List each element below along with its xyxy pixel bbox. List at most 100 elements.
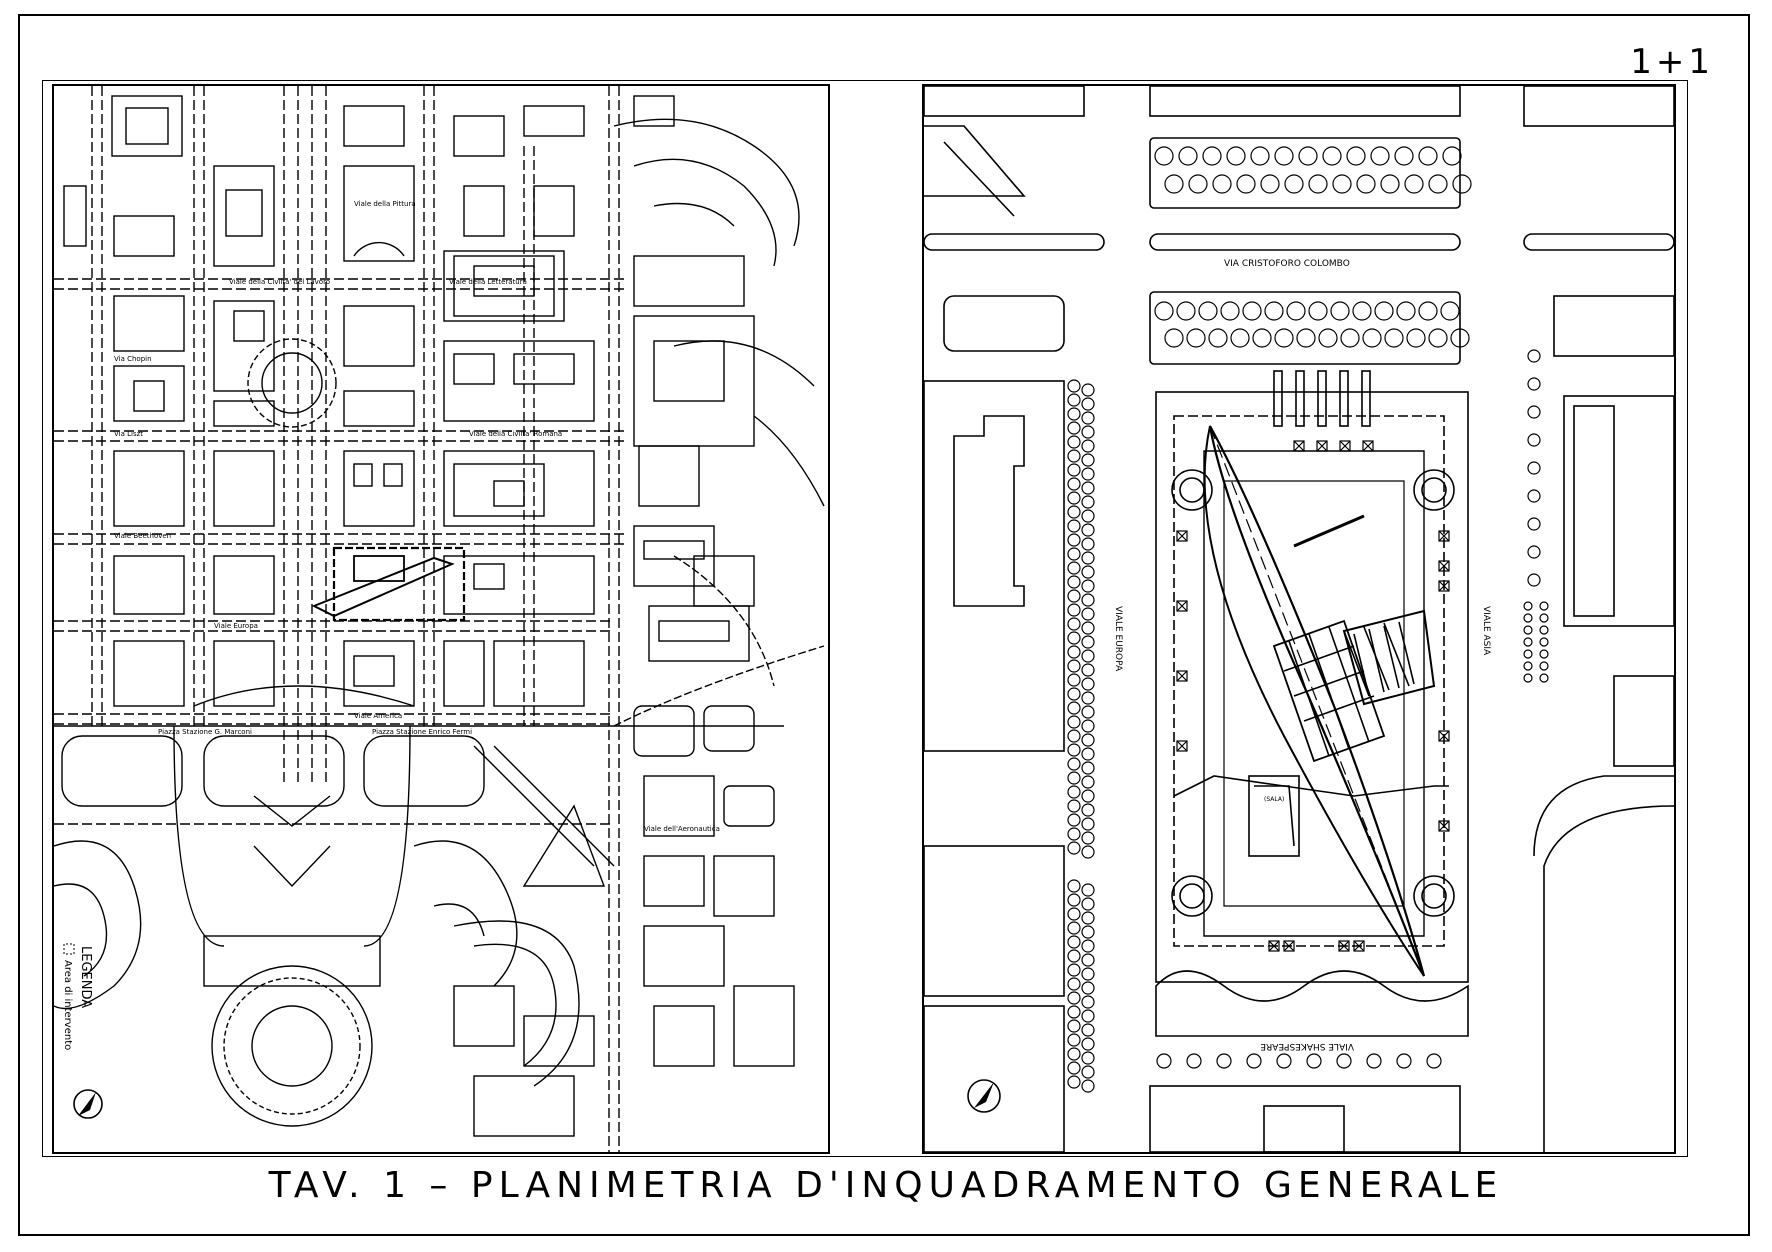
tree-icon [1081,897,1095,911]
tree-icon [1442,146,1462,166]
tree-icon [1067,449,1081,463]
tree-icon [1523,601,1533,611]
tree-icon [1274,146,1294,166]
tree-icon [1081,1065,1095,1079]
tree-icon [1067,799,1081,813]
tree-icon [1067,893,1081,907]
column-marker-cross [1362,440,1374,452]
tree-icon [1081,453,1095,467]
tree-icon [1067,659,1081,673]
general-framing-map: LEGENDA Area di intervento Viale della C… [52,84,830,1154]
tree-icon [1452,174,1472,194]
tree-icon [1164,174,1184,194]
tree-icon [1274,328,1294,348]
street-label: Via Chopin [114,355,152,363]
tree-icon [1523,625,1533,635]
column-marker-cross [1176,670,1188,682]
tree-icon [1081,705,1095,719]
north-arrow-icon [73,1089,103,1119]
tree-icon [1081,467,1095,481]
tree-icon [1081,967,1095,981]
tree-icon [1081,411,1095,425]
tree-icon [1332,174,1352,194]
tree-icon [1081,761,1095,775]
tree-icon [1081,747,1095,761]
tree-icon [1260,174,1280,194]
column-marker [1268,940,1280,952]
tree-icon [1067,505,1081,519]
tree-icon [1067,631,1081,645]
tree-icon [1380,174,1400,194]
street-label: Viale dell'Aeronautica [644,825,720,833]
tree-icon [1081,925,1095,939]
tree-icon [1330,301,1350,321]
tree-icon [1067,673,1081,687]
column-markers [1176,440,1450,952]
tree-icon [1081,481,1095,495]
tree-icon [1067,1075,1081,1089]
tree-icon [1067,785,1081,799]
tree-icon [1067,561,1081,575]
tree-icon [1067,617,1081,631]
tree-icon [1081,1051,1095,1065]
tree-icon [1081,495,1095,509]
tree-row-viale-asia [1523,349,1549,683]
tree-icon [1188,174,1208,194]
tree-icon [1067,1047,1081,1061]
tree-icon [1067,435,1081,449]
tree-icon [1396,301,1416,321]
street-label: Viale America [354,712,402,720]
tree-icon [1067,1033,1081,1047]
column-marker [1283,940,1295,952]
street-label: Viale Europa [214,622,258,630]
column-marker [1339,440,1351,452]
column-marker-cross [1176,740,1188,752]
tree-icon [1081,579,1095,593]
drawing-frame [42,80,1688,1157]
tree-icon [1081,649,1095,663]
tree-icon [1198,301,1218,321]
tree-icon [1404,174,1424,194]
tree-icon [1394,146,1414,166]
tree-icon [1164,328,1184,348]
tree-icon [1067,1061,1081,1075]
tree-icon [1527,349,1541,363]
column-marker-cross [1438,730,1450,742]
street-label: Via Liszt [114,430,143,438]
tree-icon [1226,146,1246,166]
column-marker [1438,580,1450,592]
column-marker [1176,740,1188,752]
column-marker [1438,530,1450,542]
tree-icon [1539,601,1549,611]
tree-icon [1081,803,1095,817]
tree-icon [1186,1053,1202,1069]
tree-icon [1081,817,1095,831]
street-label: Piazza Stazione G. Marconi [158,728,252,736]
tree-icon [1539,649,1549,659]
tree-icon [1081,1009,1095,1023]
tree-icon [1539,613,1549,623]
tree-icon [1176,301,1196,321]
street-label: Piazza Stazione Enrico Fermi [372,728,472,736]
tree-icon [1156,1053,1172,1069]
tree-icon [1081,523,1095,537]
street-label-bottom: VIALE SHAKESPEARE [1260,1041,1354,1051]
tree-icon [1067,393,1081,407]
tree-icon [1539,637,1549,647]
north-arrow-icon [967,1079,1001,1113]
tree-icon [1081,439,1095,453]
tree-icon [1067,813,1081,827]
column-marker-cross [1438,580,1450,592]
tree-icon [1081,663,1095,677]
tree-icon [1284,174,1304,194]
tree-icon [1322,146,1342,166]
street-label: Viale della Letteratura [449,278,527,286]
tree-icon [1440,301,1460,321]
column-marker [1316,440,1328,452]
column-marker-cross [1293,440,1305,452]
column-marker-cross [1176,600,1188,612]
tree-icon [1186,328,1206,348]
tree-icon [1081,621,1095,635]
street-label: Viale della Civilta' del Lavoro [229,278,330,286]
tree-icon [1081,397,1095,411]
